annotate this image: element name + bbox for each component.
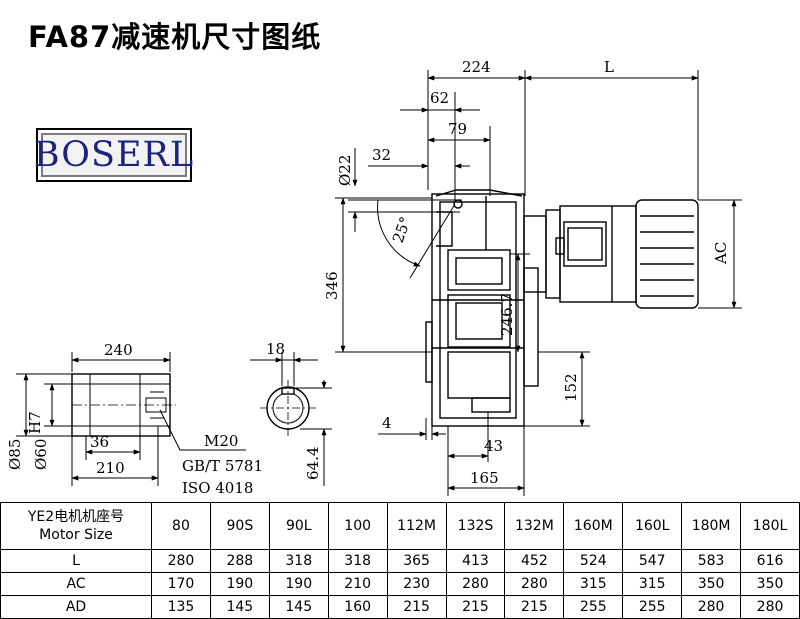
dim-43: 43: [484, 437, 503, 455]
value-cell: 280: [740, 595, 800, 619]
output-shaft: [16, 352, 246, 486]
value-cell: 190: [268, 572, 329, 596]
size-cell: 180M: [681, 502, 742, 550]
value-cell: 318: [268, 549, 329, 573]
value-cell: 315: [622, 572, 683, 596]
table-row: AC 170 190 190 210 230 280 280 315 315 3…: [0, 572, 800, 596]
value-cell: 215: [386, 595, 447, 619]
page-title: FA87减速机尺寸图纸: [28, 20, 322, 54]
size-cell: 112M: [386, 502, 447, 550]
value-cell: 215: [504, 595, 565, 619]
dim-dia85: Ø85: [6, 439, 24, 470]
value-cell: 170: [151, 572, 211, 596]
value-cell: 210: [327, 572, 388, 596]
dimension-drawing: 224 L 62 79 32 Ø22 25° 346 246.7 AC 152 …: [6, 58, 742, 497]
value-cell: 315: [563, 572, 624, 596]
dim-224: 224: [462, 58, 491, 76]
key-section: [250, 352, 332, 486]
dim-240: 240: [104, 341, 133, 359]
dim-18: 18: [266, 340, 285, 358]
value-cell: 350: [740, 572, 800, 596]
dim-64-4: 64.4: [304, 447, 322, 480]
value-cell: 215: [445, 595, 506, 619]
size-cell: 90S: [209, 502, 270, 550]
value-cell: 280: [681, 595, 742, 619]
dim-32: 32: [372, 146, 391, 164]
table-row: L 280 288 318 318 365 413 452 524 547 58…: [0, 549, 800, 573]
dim-angle: 25°: [389, 214, 415, 245]
value-cell: 255: [622, 595, 683, 619]
size-cell: 160L: [622, 502, 683, 550]
value-cell: 280: [151, 549, 211, 573]
dim-AC: AC: [712, 242, 730, 265]
side-dimensions: [335, 197, 742, 496]
header-label-cn: YE2电机机座号: [27, 509, 125, 525]
bolt-note-standard: GB/T 5781: [182, 457, 263, 475]
value-cell: 160: [327, 595, 388, 619]
bolt-note-m20: M20: [204, 432, 238, 450]
value-cell: 547: [622, 549, 683, 573]
size-cell: 80: [151, 502, 211, 550]
dim-dia22: Ø22: [336, 155, 354, 186]
value-cell: 135: [151, 595, 211, 619]
value-cell: 524: [563, 549, 624, 573]
value-cell: 318: [327, 549, 388, 573]
dim-246-7: 246.7: [498, 293, 516, 336]
bolt-note-iso: ISO 4018: [182, 479, 253, 497]
value-cell: 145: [209, 595, 270, 619]
dim-4: 4: [382, 414, 392, 432]
value-cell: 280: [445, 572, 506, 596]
value-cell: 145: [268, 595, 329, 619]
dim-36: 36: [90, 433, 109, 451]
dim-dia60: Ø60: [32, 439, 50, 470]
dim-165: 165: [470, 469, 499, 487]
value-cell: 350: [681, 572, 742, 596]
size-cell: 132S: [445, 502, 506, 550]
value-cell: 616: [740, 549, 800, 573]
motor-body: [523, 199, 699, 309]
dim-79: 79: [448, 120, 467, 138]
row-label: AC: [0, 572, 152, 596]
brand-logo-text: BOSERL: [33, 135, 195, 175]
size-cell: 160M: [563, 502, 624, 550]
size-cell: 180L: [740, 502, 800, 550]
dim-62: 62: [430, 89, 449, 107]
value-cell: 288: [209, 549, 270, 573]
table-header-row: YE2电机机座号 Motor Size 80 90S 90L 100 112M …: [0, 502, 800, 550]
value-cell: 280: [504, 572, 565, 596]
value-cell: 365: [386, 549, 447, 573]
top-dimensions: [348, 70, 699, 279]
row-label: L: [0, 549, 152, 573]
value-cell: 255: [563, 595, 624, 619]
size-cell: 90L: [268, 502, 329, 550]
table-header-label: YE2电机机座号 Motor Size: [0, 502, 152, 550]
dim-tolerance-h7: H7: [26, 411, 44, 434]
dim-210: 210: [96, 459, 125, 477]
value-cell: 452: [504, 549, 565, 573]
gear-unit-body: [425, 189, 539, 427]
dim-152: 152: [562, 373, 580, 402]
dim-L: L: [604, 58, 614, 76]
value-cell: 230: [386, 572, 447, 596]
value-cell: 413: [445, 549, 506, 573]
motor-size-table: YE2电机机座号 Motor Size 80 90S 90L 100 112M …: [0, 502, 800, 619]
row-label: AD: [0, 595, 152, 619]
brand-logo: BOSERL: [33, 128, 195, 182]
size-cell: 132M: [504, 502, 565, 550]
header-label-en: Motor Size: [39, 527, 113, 543]
dim-346: 346: [323, 271, 341, 300]
table-row: AD 135 145 145 160 215 215 215 255 255 2…: [0, 595, 800, 619]
value-cell: 190: [209, 572, 270, 596]
size-cell: 100: [327, 502, 388, 550]
value-cell: 583: [681, 549, 742, 573]
